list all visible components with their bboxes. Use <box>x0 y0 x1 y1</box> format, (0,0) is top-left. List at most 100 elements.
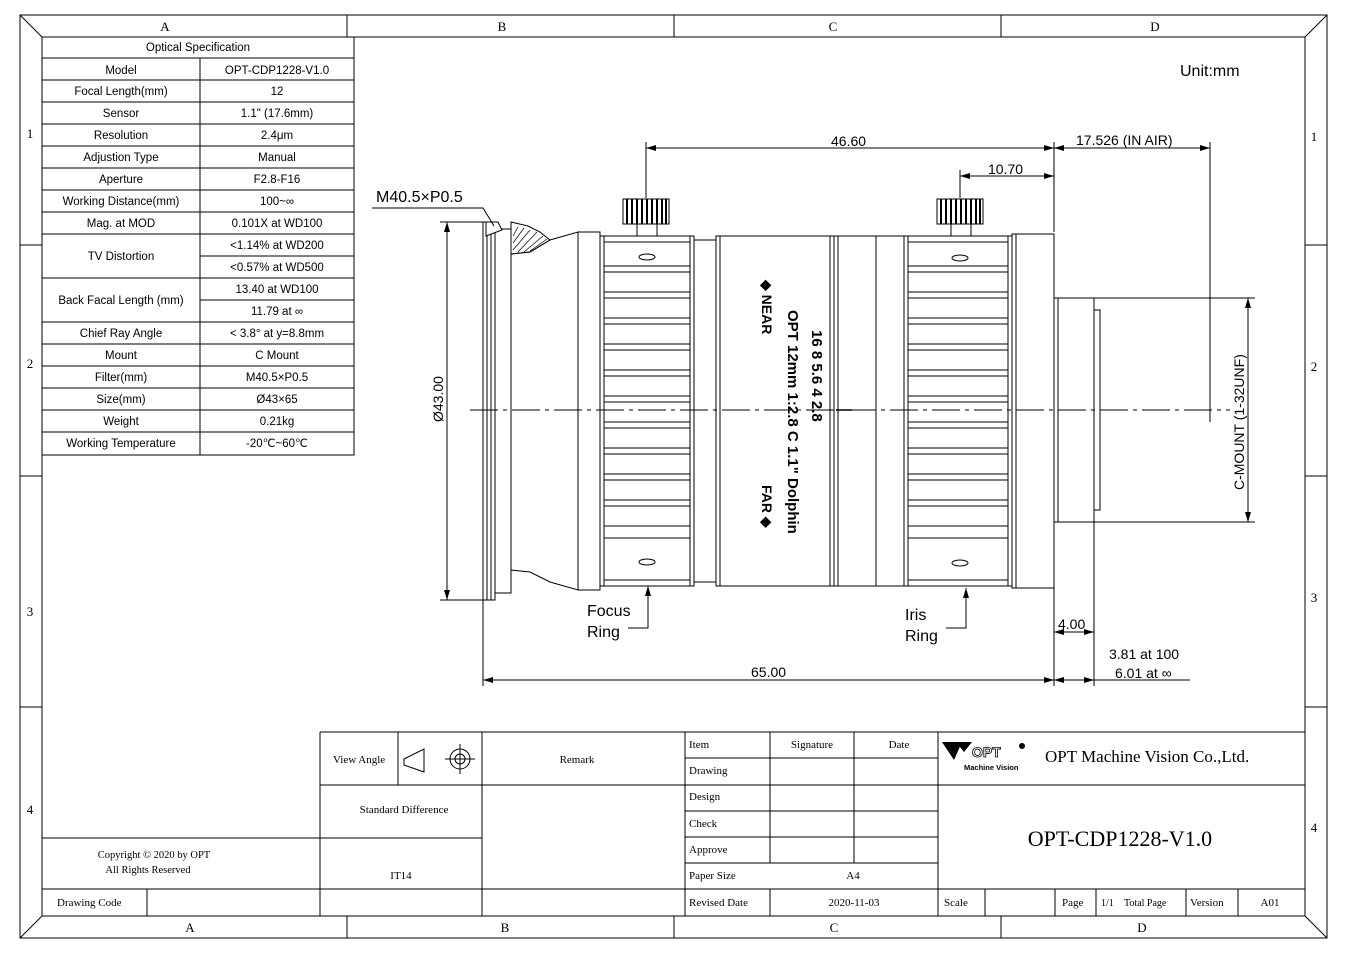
spec-label-chief-ray: Chief Ray Angle <box>80 328 162 340</box>
col-label-c-top: C <box>829 19 838 34</box>
spec-label-size: Size(mm) <box>96 394 145 406</box>
logo-text: OPT <box>972 744 1001 760</box>
view-angle-label: View Angle <box>333 754 385 766</box>
col-label-a-bottom: A <box>185 920 195 935</box>
inner-border <box>41 36 1306 917</box>
spec-label-model: Model <box>105 65 136 77</box>
spec-value-mag: 0.101X at WD100 <box>232 218 323 230</box>
spec-value-size: Ø43×65 <box>256 394 297 406</box>
spec-value-mount: C Mount <box>255 350 299 362</box>
dimension-lines <box>372 142 1255 686</box>
dim-10-70: 10.70 <box>988 161 1023 177</box>
spec-value-bfl-2: 11.79 at ∞ <box>251 306 303 318</box>
dim-65-00: 65.00 <box>751 664 786 680</box>
dimension-arrows <box>444 145 1251 683</box>
col-label-a-top: A <box>160 19 170 34</box>
copyright-line-1: Copyright © 2020 by OPT <box>98 850 211 861</box>
dim-3-81: 3.81 at 100 <box>1109 646 1179 662</box>
logo-subtext: Machine Vision <box>964 763 1019 772</box>
row-label-1-right: 1 <box>1311 129 1318 144</box>
design-label: Design <box>689 791 721 803</box>
approve-label: Approve <box>689 844 728 856</box>
spec-value-chief-ray: < 3.8° at y=8.8mm <box>230 328 324 340</box>
spec-label-focal-length: Focal Length(mm) <box>74 86 167 98</box>
signature-header: Signature <box>791 739 833 751</box>
focus-lock-screw <box>622 198 670 237</box>
paper-size-label: Paper Size <box>689 870 736 882</box>
spec-value-aperture: F2.8-F16 <box>254 174 301 186</box>
revised-date-value: 2020-11-03 <box>829 897 880 909</box>
spec-label-weight: Weight <box>103 416 139 428</box>
unit-label: Unit:mm <box>1180 63 1240 80</box>
spec-value-working-temp: -20℃~60℃ <box>246 438 308 450</box>
col-label-d-top: D <box>1150 19 1159 34</box>
row-label-1-left: 1 <box>27 126 34 141</box>
spec-value-bfl-1: 13.40 at WD100 <box>235 284 318 296</box>
focus-ring-label-1: Focus <box>587 603 631 620</box>
lens-engraving-name: OPT 12mm 1:2.8 C 1.1" Dolphin <box>784 310 801 534</box>
paper-size-value: A4 <box>846 870 860 882</box>
spec-label-working-temp: Working Temperature <box>66 438 176 450</box>
spec-value-filter: M40.5×P0.5 <box>246 372 308 384</box>
part-number: OPT-CDP1228-V1.0 <box>1028 826 1212 851</box>
spec-label-aperture: Aperture <box>99 174 143 186</box>
row-label-3-left: 3 <box>27 604 34 619</box>
spec-value-tv-distortion-2: <0.57% at WD500 <box>230 262 324 274</box>
spec-value-tv-distortion-1: <1.14% at WD200 <box>230 240 324 252</box>
spec-label-resolution: Resolution <box>94 130 148 142</box>
company-name: OPT Machine Vision Co.,Ltd. <box>1045 747 1249 766</box>
iris-ring-label-1: Iris <box>905 607 926 624</box>
row-label-2-right: 2 <box>1311 359 1318 374</box>
page-value: 1/1 <box>1101 898 1114 909</box>
spec-value-sensor: 1.1" (17.6mm) <box>241 108 314 120</box>
date-header: Date <box>889 739 910 751</box>
spec-label-mount: Mount <box>105 350 138 362</box>
filter-thread-label: M40.5×P0.5 <box>376 189 463 206</box>
opt-logo: OPT Machine Vision <box>942 742 1025 772</box>
spec-table-title: Optical Specification <box>146 42 250 54</box>
col-label-b-bottom: B <box>501 920 510 935</box>
standard-difference-label: Standard Difference <box>360 804 449 816</box>
dim-46-60: 46.60 <box>831 133 866 149</box>
dim-diameter: Ø43.00 <box>430 376 446 422</box>
version-label: Version <box>1190 897 1224 909</box>
dim-17-526: 17.526 (IN AIR) <box>1076 132 1173 148</box>
iris-ring-label-2: Ring <box>905 628 938 645</box>
lens-body <box>482 221 1101 601</box>
dim-4-00: 4.00 <box>1058 616 1085 632</box>
copyright-line-2: All Rights Reserved <box>105 865 191 876</box>
dim-6-01: 6.01 at ∞ <box>1115 665 1172 681</box>
row-label-4-right: 4 <box>1311 820 1318 835</box>
spec-label-tv-distortion: TV Distortion <box>88 251 154 263</box>
spec-value-focal-length: 12 <box>271 86 284 98</box>
spec-label-sensor: Sensor <box>103 108 140 120</box>
revised-date-label: Revised Date <box>689 897 748 909</box>
col-label-d-bottom: D <box>1137 920 1146 935</box>
version-value: A01 <box>1261 897 1280 909</box>
row-label-4-left: 4 <box>27 802 34 817</box>
iris-ring-grooves <box>907 241 1009 581</box>
aperture-scale: 16 8 5.6 4 2.8 <box>808 330 825 422</box>
spec-label-adjustion: Adjustion Type <box>83 152 158 164</box>
spec-label-filter: Filter(mm) <box>95 372 148 384</box>
c-mount-thread-label: C-MOUNT (1-32UNF) <box>1231 354 1247 490</box>
tolerance-value: IT14 <box>390 870 412 882</box>
iris-lock-screw <box>936 198 984 237</box>
col-label-b-top: B <box>498 19 507 34</box>
title-block <box>42 731 1305 916</box>
outer-border <box>19 14 1328 939</box>
spec-table <box>41 36 355 456</box>
col-label-c-bottom: C <box>830 920 839 935</box>
focus-ring-grooves <box>603 241 691 581</box>
page-label: Page <box>1062 897 1084 909</box>
spec-value-adjustion: Manual <box>258 152 296 164</box>
far-label: FAR ◆ <box>759 485 775 529</box>
row-label-2-left: 2 <box>27 356 34 371</box>
spec-label-mag: Mag. at MOD <box>87 218 155 230</box>
check-label: Check <box>689 818 718 830</box>
near-label: ◆ NEAR <box>759 279 775 334</box>
total-page-label: Total Page <box>1124 898 1167 909</box>
focus-ring-label-2: Ring <box>587 624 620 641</box>
spec-label-bfl: Back Facal Length (mm) <box>58 295 183 307</box>
